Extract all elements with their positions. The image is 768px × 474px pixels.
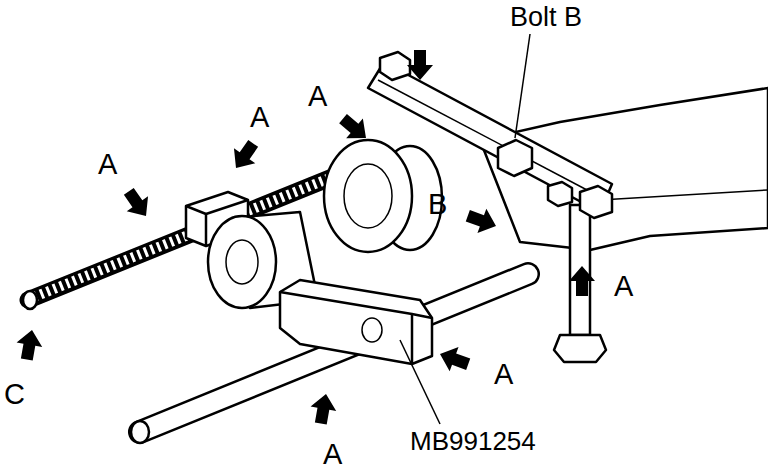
label-holder: Bolt B <box>510 4 582 31</box>
label-holder: A <box>250 103 269 132</box>
label-holder: B <box>428 190 447 219</box>
callout-label: A <box>250 103 269 132</box>
label-holder: A <box>494 360 513 389</box>
guide-rod <box>140 274 528 432</box>
callout-label: A <box>308 82 327 111</box>
bolt-head <box>380 52 410 80</box>
bolt-head <box>580 186 612 218</box>
label-holder: A <box>323 440 342 469</box>
callout-label: Bolt B <box>510 4 582 31</box>
callout-label: A <box>323 440 342 469</box>
callout-label: C <box>4 380 25 409</box>
label-holder: A <box>98 150 117 179</box>
label-holder: C <box>4 380 25 409</box>
label-holder: A <box>614 272 633 301</box>
callout-label: MB991254 <box>410 428 536 454</box>
force-arrows <box>14 50 595 426</box>
label-holder: MB991254 <box>410 428 536 454</box>
callout-label: A <box>98 150 117 179</box>
lower-arm <box>480 88 768 250</box>
leader-line <box>515 34 530 138</box>
special-tool-block <box>280 280 432 364</box>
leader-line <box>400 340 440 424</box>
label-holder: A <box>308 82 327 111</box>
callout-label: A <box>494 360 513 389</box>
bolt-head <box>548 182 572 206</box>
bushing <box>208 216 276 308</box>
callout-label: A <box>614 272 633 301</box>
disc <box>324 140 412 252</box>
callout-label: B <box>428 190 447 219</box>
bolt-head <box>498 140 532 176</box>
nut <box>554 335 606 362</box>
